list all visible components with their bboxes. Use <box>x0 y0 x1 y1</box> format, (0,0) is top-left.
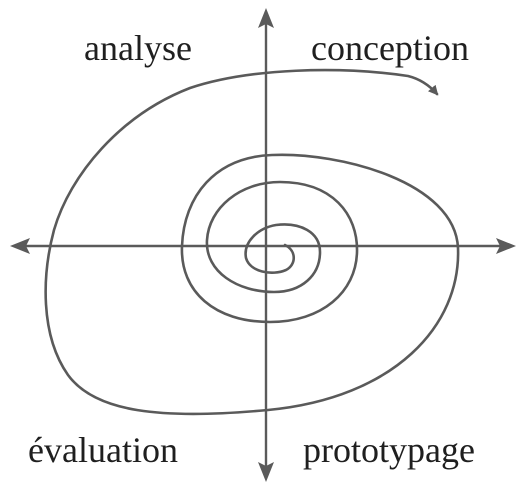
spiral-path <box>44 68 460 416</box>
quadrant-label-prototypage: prototypage <box>303 430 475 470</box>
axis-arrow-left-icon <box>10 238 30 254</box>
quadrant-label-analyse: analyse <box>84 28 192 68</box>
quadrant-label-evaluation: évaluation <box>28 430 178 470</box>
axis-arrow-right-icon <box>496 238 516 254</box>
axis-arrow-down-icon <box>258 462 274 482</box>
axis-arrow-up-icon <box>258 8 274 28</box>
quadrant-label-conception: conception <box>311 28 469 68</box>
